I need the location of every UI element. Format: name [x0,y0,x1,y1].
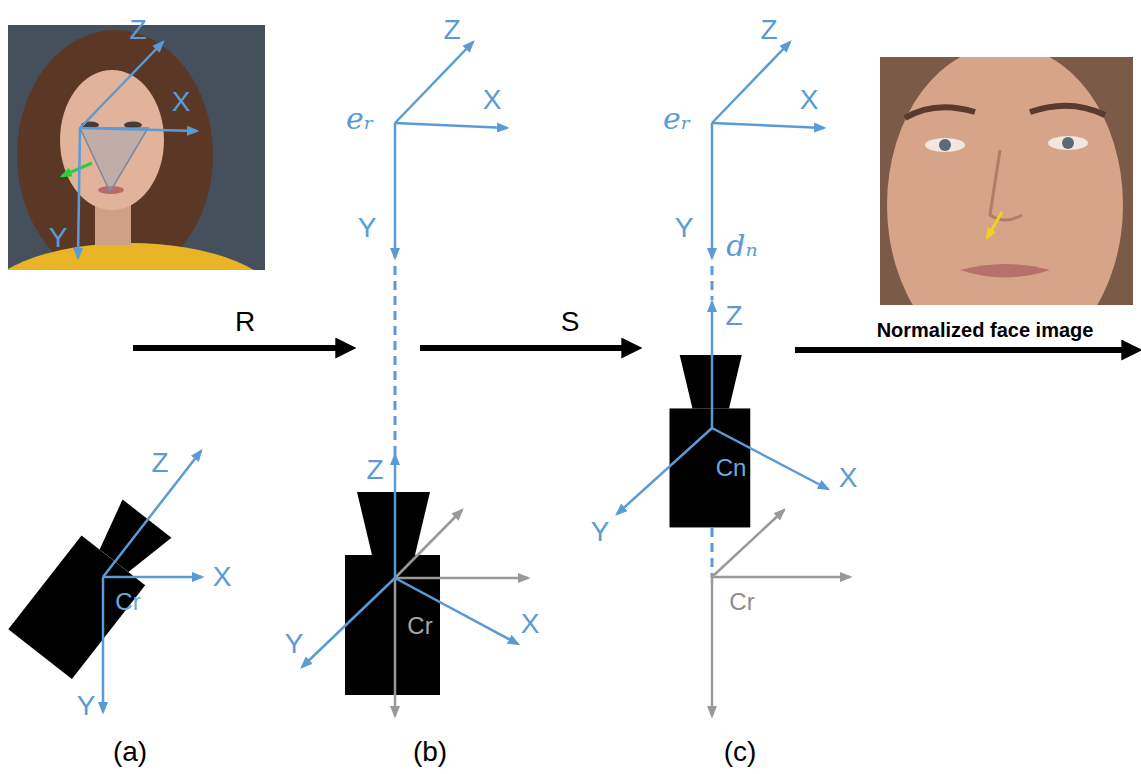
camera-label: Cr [407,612,432,640]
head-axes [78,42,197,258]
axis-label: Z [760,14,777,46]
axis-line [395,577,528,580]
camera-lens [357,492,430,555]
face [60,70,164,210]
axis-label: X [172,86,191,118]
axis-label: X [213,561,232,593]
axis-label: X [521,608,540,640]
axis-line [80,42,163,128]
axis-line [711,302,714,428]
camera-label: Cr [115,588,140,616]
axis-line [78,128,80,258]
axis-line [711,123,714,258]
axis-label: Z [443,14,460,46]
shirt [8,243,265,270]
axis-line [80,128,197,131]
axis-line [395,42,473,123]
iris [1062,137,1074,149]
origin-label: eᵣ [663,101,691,136]
axis-line [394,578,397,716]
camera-label: Cr [729,588,754,616]
axis-line [395,510,462,578]
origin-label: eᵣ [346,101,374,136]
camera-label: Cn [716,454,747,482]
hair [17,30,213,270]
camera-lens [680,355,742,409]
transform-label: S [561,306,580,338]
gaze-arrow [987,212,1002,238]
transform-arrow [795,347,1136,353]
axis-line [102,577,105,712]
old-camera-axes [395,510,528,716]
output-label: Normalized face image [877,319,1094,342]
axis-label: X [839,462,858,494]
axis-line [711,577,714,716]
face [887,57,1123,305]
axis-label: Y [77,690,96,722]
camera-axes [103,451,202,712]
old-camera-axes [712,510,850,716]
dashed-lines [395,266,712,577]
axis-line [395,123,507,128]
axis-line [395,578,518,644]
axis-label: Z [366,454,383,486]
eyebrow [905,107,975,118]
axis-label: Y [591,516,610,548]
panel-label: (b) [413,736,447,768]
axis-label: Y [49,222,68,254]
camera-body [345,555,440,695]
eye [925,138,965,152]
axis-label: X [483,84,502,116]
axis-line [712,123,824,128]
camera-axes [617,302,828,514]
dashed-line [711,528,714,577]
panel-label: (a) [113,736,147,768]
camera-symbol [8,493,178,679]
axis-label: Y [358,212,377,244]
axis-label: Y [675,212,694,244]
axis-line [712,42,790,123]
camera-axes [302,455,518,667]
axis-line [103,576,202,579]
lips [960,264,1050,278]
axis-line [712,428,828,489]
axis-label: Z [151,447,168,479]
eyebrow [1030,106,1105,115]
eye [1048,136,1088,150]
axis-line [302,578,395,667]
distance-label: dₙ [726,228,757,263]
axis-label: X [800,84,819,116]
transform-arrows [133,348,1136,350]
axis-line [394,455,397,578]
panel-label: (c) [724,736,757,768]
nose [990,150,1022,220]
normalized-face-photo [880,57,1133,305]
transform-label: R [235,306,255,338]
camera-body [670,408,751,527]
axis-label: Z [725,300,742,332]
transform-arrow [420,345,636,351]
head-pose-triangle [80,128,148,192]
axis-label: Z [129,14,146,46]
gaze-arrow [62,163,92,176]
dashed-line [711,266,714,300]
eye-axes [395,42,824,258]
face-photo [8,25,265,270]
axis-line [712,576,850,579]
iris [939,139,951,151]
axis-line [394,123,397,258]
transform-arrow [133,345,350,351]
axis-line [617,428,712,514]
dashed-line [394,266,397,455]
axis-label: Y [285,628,304,660]
